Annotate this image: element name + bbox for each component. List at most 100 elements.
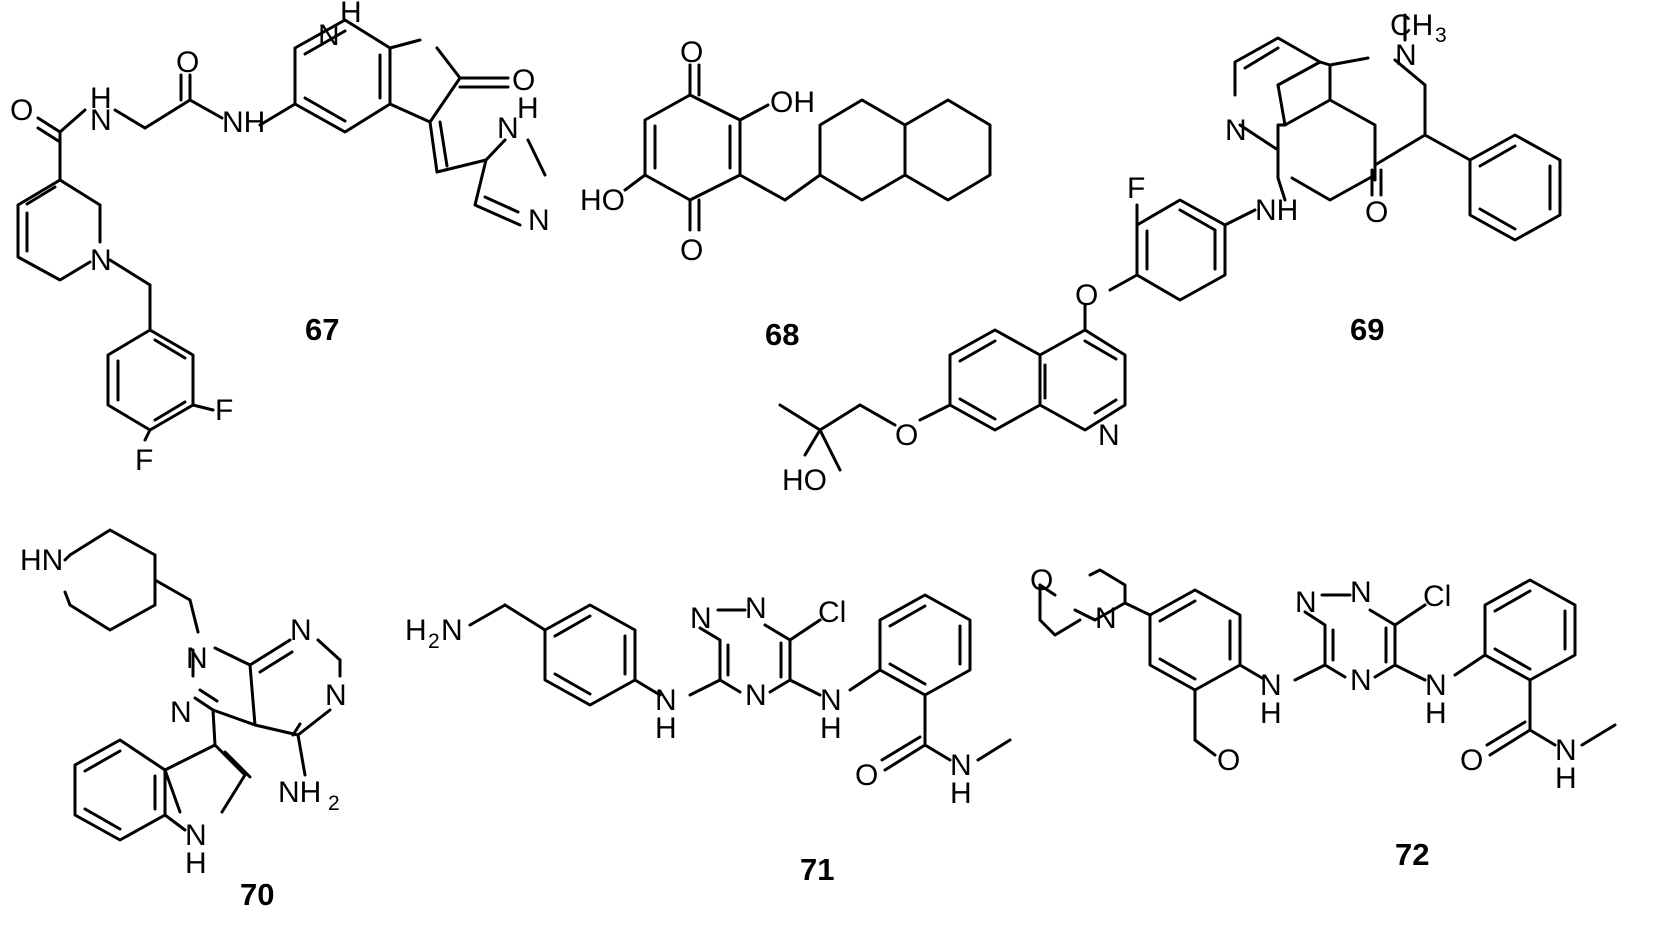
bond (1393, 58, 1427, 87)
bond (438, 120, 449, 168)
bond (36, 116, 62, 134)
bond (788, 618, 822, 642)
bond (1493, 589, 1532, 613)
atom-label: H (1260, 697, 1282, 730)
bond (553, 672, 592, 696)
bond (1223, 208, 1257, 227)
bond (948, 328, 1042, 432)
bond (1468, 133, 1562, 242)
bond (738, 103, 770, 122)
atom-label: N (655, 684, 677, 717)
atom-label: H (90, 82, 112, 115)
atom-label: NH (278, 776, 321, 809)
atom-label: N (745, 679, 767, 712)
compound-label-67: 67 (305, 312, 339, 347)
bond (1580, 723, 1617, 747)
bond (553, 614, 592, 638)
atom-label: Cl (1423, 580, 1451, 613)
compound-70: HN N N N N NH 2 N H 70 (20, 528, 347, 912)
atom-subscript: 2 (428, 630, 440, 653)
bond (1478, 207, 1517, 231)
bond (1283, 98, 1377, 202)
atom-label: N (318, 19, 340, 52)
bond (1083, 339, 1118, 361)
bond (698, 626, 722, 682)
atom-label: O (680, 36, 703, 69)
bond (1276, 60, 1322, 87)
atom-label: H (185, 847, 207, 880)
atom-label: O (10, 94, 33, 127)
atom-label: N (1098, 419, 1120, 452)
bond (68, 528, 157, 632)
bond (113, 108, 147, 130)
bond (213, 743, 247, 814)
compound-69: N CH 3 N O NH F O N O HO 69 (778, 9, 1562, 497)
bond (25, 185, 57, 206)
bond (73, 738, 167, 842)
atom-label: O (1217, 744, 1240, 777)
bond (1393, 603, 1427, 627)
bond (63, 553, 72, 562)
bond (435, 158, 488, 174)
bond (1108, 273, 1139, 292)
bond (958, 397, 997, 421)
bond (688, 678, 722, 697)
bond (1238, 123, 1280, 152)
bond (783, 173, 822, 202)
atom-label: HN (20, 544, 63, 577)
bond (296, 708, 332, 737)
atom-label: N (1295, 586, 1317, 619)
compound-68: O OH HO O 68 (580, 36, 992, 352)
bond (880, 735, 922, 762)
bond (63, 590, 72, 607)
bond (1373, 133, 1427, 167)
atom-label: Cl (818, 596, 846, 629)
compound-label-69: 69 (1350, 312, 1384, 347)
bond (888, 604, 927, 628)
bond (1135, 198, 1227, 302)
bond (1243, 46, 1280, 70)
atom-label: N (1260, 669, 1282, 702)
bond (923, 743, 952, 762)
bond (718, 678, 742, 694)
atom-label: N (528, 204, 550, 237)
atom-label: O (1075, 279, 1098, 312)
bond (296, 733, 307, 777)
bond (778, 403, 822, 432)
atom-label: O (512, 64, 535, 97)
bond (623, 173, 647, 192)
bond (1328, 56, 1370, 67)
atom-label: N (1350, 576, 1372, 609)
bond (83, 807, 122, 831)
bond (818, 403, 862, 432)
atom-label: O (1460, 744, 1483, 777)
bond (388, 102, 432, 124)
bond (1368, 608, 1397, 627)
bond (83, 749, 122, 773)
bond (211, 708, 217, 747)
bond (303, 29, 347, 56)
bond (1323, 663, 1347, 679)
bond (223, 750, 252, 779)
atom-label: O (895, 419, 918, 452)
bond (108, 258, 152, 287)
bond (153, 400, 187, 422)
bond (1178, 208, 1217, 232)
bond (248, 638, 292, 667)
atom-label: H (1425, 697, 1447, 730)
atom-label: OH (770, 86, 815, 119)
atom-label: F (215, 394, 233, 427)
bond (878, 593, 972, 697)
bond (1073, 568, 1127, 622)
compound-72: O N O N H N N N Cl N H O N H 72 (1030, 564, 1617, 872)
bond (258, 102, 297, 127)
atom-label: H (517, 92, 539, 125)
bond (738, 173, 787, 202)
atom-label: N (1095, 602, 1117, 635)
atom-label: O (176, 46, 199, 79)
atom-label: N (1555, 734, 1577, 767)
bond (1158, 599, 1197, 623)
bond (435, 46, 462, 80)
bond (428, 76, 462, 124)
